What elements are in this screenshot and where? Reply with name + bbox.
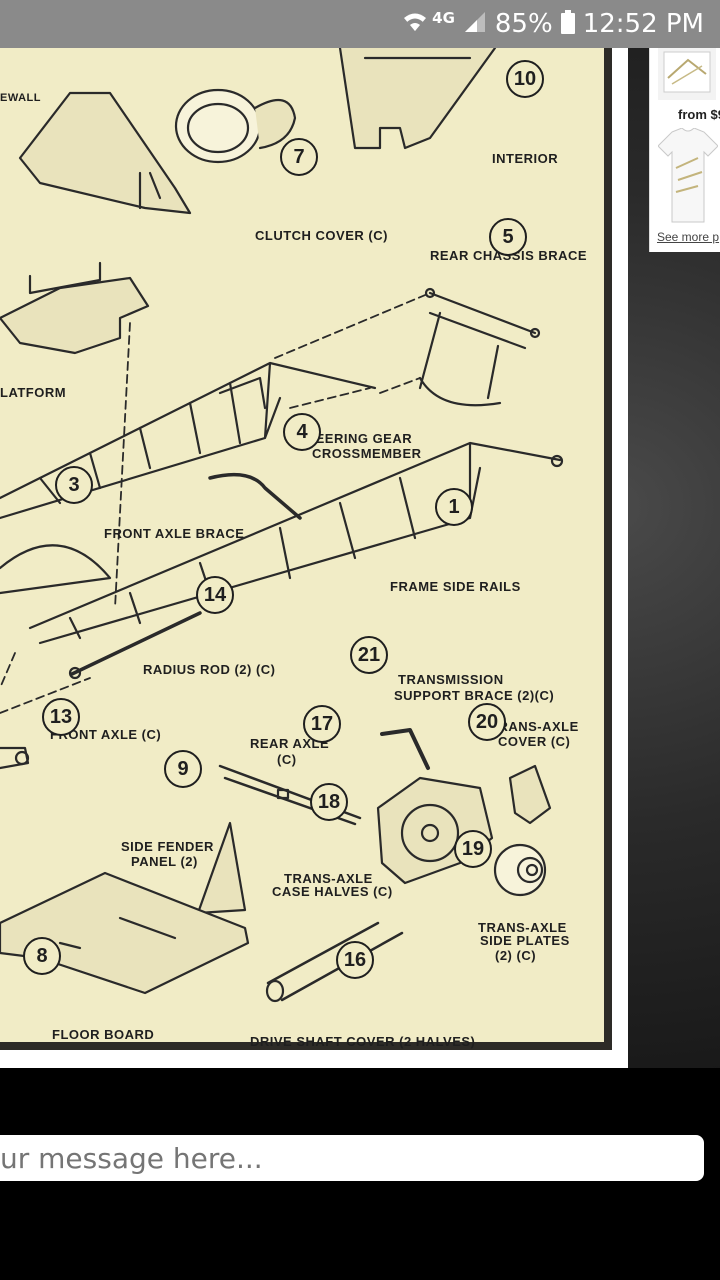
message-input[interactable] (0, 1135, 704, 1181)
battery-percent: 85% (494, 9, 553, 39)
shop-price[interactable]: from $9 (678, 107, 720, 122)
see-more-link[interactable]: See more p (657, 230, 720, 244)
label-steering-gear: STEERING GEAR (298, 431, 413, 446)
label-radius-rod: RADIUS ROD (2) (C) (143, 662, 276, 677)
callout-20: 20 (468, 703, 506, 741)
label-side-fender: SIDE FENDER (121, 839, 214, 854)
callout-1: 1 (435, 488, 473, 526)
callout-4: 4 (283, 413, 321, 451)
tshirt-thumbnail[interactable] (657, 127, 719, 224)
label-interior: INTERIOR (492, 151, 559, 166)
label-trans-axle-cover: TRANS-AXLE (490, 719, 579, 734)
instruction-sheet-paper: EWALL INTERIOR CLUTCH COVER (C) REAR CHA… (0, 48, 612, 1050)
callout-7: 7 (280, 138, 318, 176)
status-bar: 4G 85% 12:52 PM (0, 0, 720, 48)
label-front-axle-brace: FRONT AXLE BRACE (104, 526, 245, 541)
label-transmission: TRANSMISSION (398, 672, 504, 687)
parts-drawing (0, 48, 564, 1003)
network-type: 4G (432, 9, 455, 27)
instruction-sheet-image: EWALL INTERIOR CLUTCH COVER (C) REAR CHA… (0, 48, 628, 1068)
label-drive-shaft-cover: DRIVE SHAFT COVER (2 HALVES) (250, 1034, 476, 1049)
label-clutch-cover: CLUTCH COVER (C) (255, 228, 388, 243)
label-rear-axle: REAR AXLE (250, 736, 330, 751)
label-side-plates-count: (2) (C) (495, 948, 537, 963)
label-trans-axle-case: TRANS-AXLE (284, 871, 373, 886)
callout-21: 21 (350, 636, 388, 674)
label-trans-axle-cover-c: COVER (C) (498, 734, 571, 749)
label-side-plates: SIDE PLATES (480, 933, 570, 948)
shopping-card[interactable]: from $9 See more p (649, 48, 720, 252)
label-frame-side-rails: FRAME SIDE RAILS (390, 579, 521, 594)
callout-13: 13 (42, 698, 80, 736)
callout-10: 10 (506, 60, 544, 98)
callout-16: 16 (336, 941, 374, 979)
battery-icon (560, 10, 575, 38)
signal-icon (463, 10, 487, 38)
wifi-icon (402, 11, 428, 37)
callout-9: 9 (164, 750, 202, 788)
label-floor-board: FLOOR BOARD (52, 1027, 155, 1042)
label-support-brace: SUPPORT BRACE (2)(C) (394, 688, 555, 703)
label-case-halves: CASE HALVES (C) (272, 884, 393, 899)
callout-18: 18 (310, 783, 348, 821)
label-trans-axle-plates: TRANS-AXLE (478, 920, 567, 935)
label-rear-axle-c: (C) (277, 752, 297, 767)
callout-5: 5 (489, 218, 527, 256)
tshirt-thumbnail-top[interactable] (658, 48, 716, 100)
label-sidewall: EWALL (0, 92, 41, 104)
callout-17: 17 (303, 705, 341, 743)
callout-14: 14 (196, 576, 234, 614)
label-platform: LATFORM (0, 385, 67, 400)
callout-19: 19 (454, 830, 492, 868)
label-front-axle: FRONT AXLE (C) (50, 727, 162, 742)
callout-3: 3 (55, 466, 93, 504)
callout-8: 8 (23, 937, 61, 975)
clock: 12:52 PM (582, 9, 704, 39)
label-panel: PANEL (2) (131, 854, 198, 869)
label-crossmember: CROSSMEMBER (312, 446, 422, 461)
